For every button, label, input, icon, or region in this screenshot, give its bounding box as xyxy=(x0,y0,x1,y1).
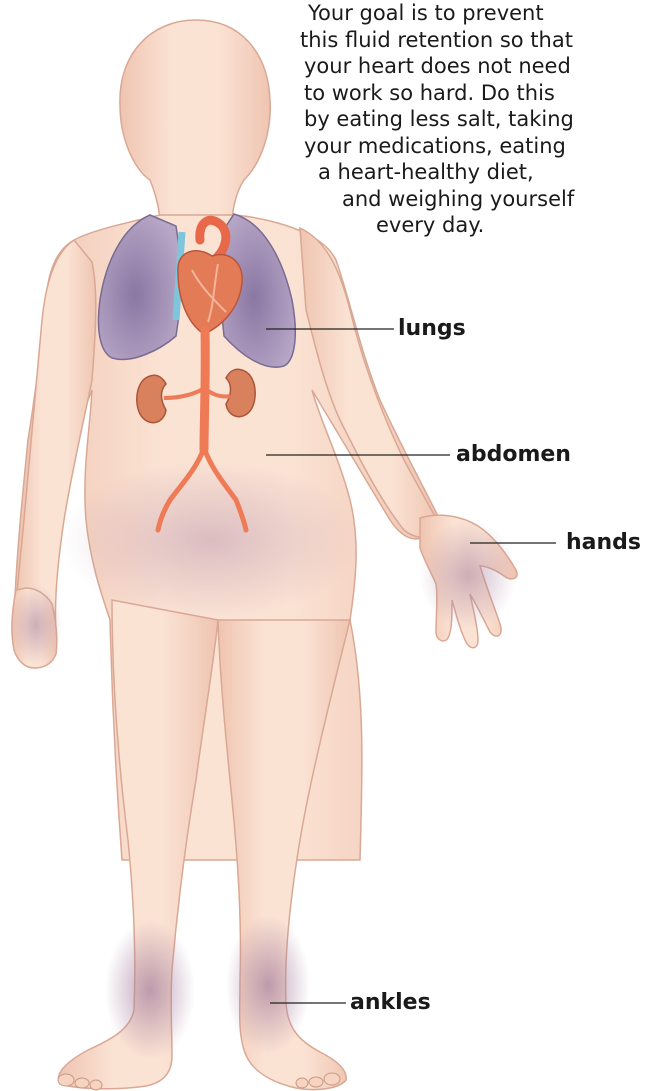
left-ankle-swelling xyxy=(105,920,195,1060)
right-kidney xyxy=(226,369,255,416)
hands-label: hands xyxy=(566,530,641,556)
left-kidney xyxy=(137,375,166,422)
caption-line: a heart-healthy diet, xyxy=(318,159,654,186)
abdomen-swelling xyxy=(60,460,360,620)
right-ankle-swelling xyxy=(226,915,310,1055)
caption-line: to work so hard. Do this xyxy=(304,80,654,107)
lungs-label: lungs xyxy=(398,316,466,342)
left-hand-swelling xyxy=(10,585,62,665)
caption-line: every day. xyxy=(376,212,654,239)
caption-line: your heart does not need xyxy=(304,53,654,80)
caption-line: by eating less salt, taking xyxy=(304,106,654,133)
head xyxy=(120,20,270,225)
caption-text: Your goal is to prevent this fluid reten… xyxy=(300,0,654,239)
caption-line: this fluid retention so that xyxy=(300,27,654,54)
caption-line: Your goal is to prevent xyxy=(308,0,654,27)
caption-line: and weighing yourself xyxy=(342,186,654,213)
caption-line: your medications, eating xyxy=(304,133,654,160)
ankles-label: ankles xyxy=(350,990,431,1016)
right-hand-swelling xyxy=(420,520,516,630)
abdomen-label: abdomen xyxy=(456,442,571,468)
